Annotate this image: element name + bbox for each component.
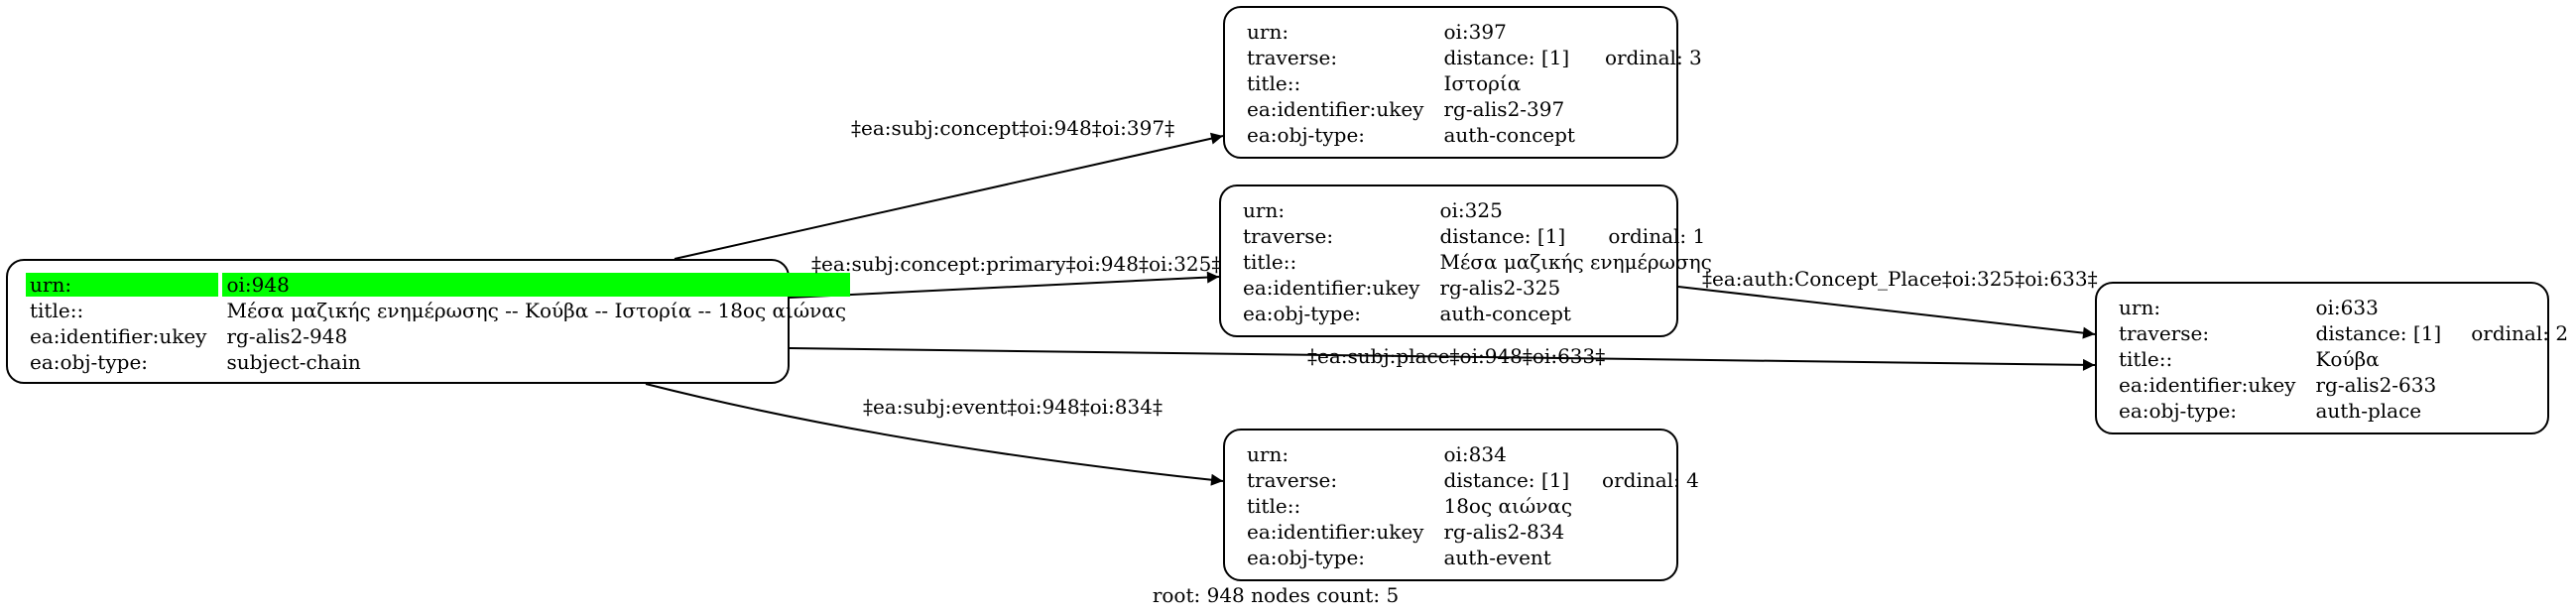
edge-event-834 [645, 383, 1224, 486]
edge-place-633 [789, 347, 2096, 371]
graph-footer: root: 948 nodes count: 5 [1152, 583, 1400, 607]
node-633-type-key: ea:obj-type: [2119, 399, 2238, 423]
root-node-row-type: ea:obj-type: subject-chain [26, 350, 850, 374]
node-397-ordinal: ordinal: 3 [1604, 46, 1702, 69]
node-325-row-traverse: traverse: distance: [1] ordinal: 1 [1239, 224, 1716, 248]
node-633-row-type: ea:obj-type: auth-place [2115, 399, 2572, 423]
node-834-row-ukey: ea:identifier:ukey rg-alis2-834 [1243, 520, 1703, 544]
root-urn-key: urn: [26, 273, 219, 297]
node-834-table: urn: oi:834 traverse: distance: [1] ordi… [1239, 440, 1707, 571]
node-633-table: urn: oi:633 traverse: distance: [1] ordi… [2111, 294, 2576, 425]
node-325-row-ukey: ea:identifier:ukey rg-alis2-325 [1239, 276, 1716, 300]
node-834-row-type: ea:obj-type: auth-event [1243, 546, 1703, 569]
node-633-ukey: rg-alis2-633 [2315, 373, 2437, 397]
node-834-distance: distance: [1] [1443, 468, 1570, 492]
node-834-row-title: title:: 18ος αιώνας [1243, 494, 1703, 518]
node-633-urn-key: urn: [2119, 296, 2161, 319]
root-type-value: subject-chain [226, 350, 361, 374]
node-325-distance: distance: [1] [1439, 224, 1566, 248]
node-325-type-key: ea:obj-type: [1243, 302, 1362, 325]
node-834[interactable]: urn: oi:834 traverse: distance: [1] ordi… [1223, 429, 1699, 581]
node-397-ukey: rg-alis2-397 [1443, 97, 1565, 121]
root-ukey-key: ea:identifier:ukey [30, 324, 207, 348]
node-397-traverse-key: traverse: [1247, 46, 1338, 69]
node-397-distance: distance: [1] [1443, 46, 1570, 69]
root-node-row-ukey: ea:identifier:ukey rg-alis2-948 [26, 324, 850, 348]
node-397-table: urn: oi:397 traverse: distance: [1] ordi… [1239, 18, 1710, 149]
node-834-title-key: title:: [1247, 494, 1301, 518]
edge-auth-concept-place [1677, 286, 2096, 339]
node-633-ukey-key: ea:identifier:ukey [2119, 373, 2296, 397]
edge-label-auth-concept-place: ‡ea:auth:Concept_Place‡oi:325‡oi:633‡ [1702, 267, 2098, 291]
node-397-urn-key: urn: [1247, 20, 1289, 44]
edge-label-event-834: ‡ea:subj:event‡oi:948‡oi:834‡ [863, 395, 1163, 419]
node-834-title: 18ος αιώνας [1443, 494, 1573, 518]
node-834-type: auth-event [1443, 546, 1551, 569]
node-397-urn: oi:397 [1443, 20, 1507, 44]
node-325-row-type: ea:obj-type: auth-concept [1239, 302, 1716, 325]
node-397-type: auth-concept [1443, 123, 1575, 147]
node-633-ordinal: ordinal: 2 [2471, 321, 2569, 345]
node-325-row-urn: urn: oi:325 [1239, 198, 1716, 222]
node-325-ordinal: ordinal: 1 [1608, 224, 1706, 248]
node-633[interactable]: urn: oi:633 traverse: distance: [1] ordi… [2095, 282, 2568, 434]
node-397[interactable]: urn: oi:397 traverse: distance: [1] ordi… [1223, 6, 1702, 159]
edge-label-concept-primary-325: ‡ea:subj:concept:primary‡oi:948‡oi:325‡ [811, 252, 1222, 276]
node-325[interactable]: urn: oi:325 traverse: distance: [1] ordi… [1219, 185, 1712, 337]
node-834-ukey: rg-alis2-834 [1443, 520, 1565, 544]
node-397-row-type: ea:obj-type: auth-concept [1243, 123, 1706, 147]
node-397-title: Ιστορία [1443, 71, 1522, 95]
node-325-type: auth-concept [1439, 302, 1571, 325]
edge-concept-primary-325 [789, 271, 1220, 299]
node-397-type-key: ea:obj-type: [1247, 123, 1366, 147]
root-type-key: ea:obj-type: [30, 350, 149, 374]
node-633-row-traverse: traverse: distance: [1] ordinal: 2 [2115, 321, 2572, 345]
node-397-row-title: title:: Ιστορία [1243, 71, 1706, 95]
node-834-type-key: ea:obj-type: [1247, 546, 1366, 569]
node-633-urn: oi:633 [2315, 296, 2379, 319]
root-title-key: title:: [30, 299, 84, 322]
node-834-row-urn: urn: oi:834 [1243, 442, 1703, 466]
node-325-table: urn: oi:325 traverse: distance: [1] ordi… [1235, 196, 1720, 327]
node-834-urn-key: urn: [1247, 442, 1289, 466]
node-325-urn: oi:325 [1439, 198, 1503, 222]
root-ukey-value: rg-alis2-948 [226, 324, 348, 348]
root-node-row-urn: urn: oi:948 [26, 273, 851, 297]
node-633-title: Κούβα [2315, 347, 2380, 371]
node-397-row-urn: urn: oi:397 [1243, 20, 1706, 44]
edge-label-concept-397: ‡ea:subj:concept‡oi:948‡oi:397‡ [851, 116, 1175, 140]
node-633-distance: distance: [1] [2315, 321, 2442, 345]
root-node[interactable]: urn: oi:948 title:: Μέσα μαζικής ενημέρω… [6, 259, 851, 384]
node-325-traverse-key: traverse: [1243, 224, 1334, 248]
node-633-row-urn: urn: oi:633 [2115, 296, 2572, 319]
root-node-row-title: title:: Μέσα μαζικής ενημέρωσης -- Κούβα… [26, 299, 850, 322]
node-325-ukey: rg-alis2-325 [1439, 276, 1561, 300]
node-633-title-key: title:: [2119, 347, 2173, 371]
node-834-urn: oi:834 [1443, 442, 1507, 466]
node-397-title-key: title:: [1247, 71, 1301, 95]
node-633-row-title: title:: Κούβα [2115, 347, 2572, 371]
node-325-row-title: title:: Μέσα μαζικής ενημέρωσης [1239, 250, 1716, 274]
edge-concept-397 [674, 132, 1224, 260]
node-834-traverse-key: traverse: [1247, 468, 1338, 492]
node-633-row-ukey: ea:identifier:ukey rg-alis2-633 [2115, 373, 2572, 397]
node-397-row-ukey: ea:identifier:ukey rg-alis2-397 [1243, 97, 1706, 121]
root-title-value: Μέσα μαζικής ενημέρωσης -- Κούβα -- Ιστο… [226, 299, 847, 322]
node-325-urn-key: urn: [1243, 198, 1286, 222]
node-633-type: auth-place [2315, 399, 2422, 423]
node-325-title: Μέσα μαζικής ενημέρωσης [1439, 250, 1712, 274]
root-urn-value: oi:948 [222, 273, 851, 297]
node-834-row-traverse: traverse: distance: [1] ordinal: 4 [1243, 468, 1703, 492]
node-325-ukey-key: ea:identifier:ukey [1243, 276, 1420, 300]
node-633-traverse-key: traverse: [2119, 321, 2210, 345]
node-834-ukey-key: ea:identifier:ukey [1247, 520, 1424, 544]
node-397-ukey-key: ea:identifier:ukey [1247, 97, 1424, 121]
node-834-ordinal: ordinal: 4 [1602, 468, 1699, 492]
node-325-title-key: title:: [1243, 250, 1297, 274]
node-397-row-traverse: traverse: distance: [1] ordinal: 3 [1243, 46, 1706, 69]
edge-label-place-633: ‡ea:subj:place‡oi:948‡oi:633‡ [1307, 344, 1606, 368]
root-node-table: urn: oi:948 title:: Μέσα μαζικής ενημέρω… [22, 271, 854, 376]
